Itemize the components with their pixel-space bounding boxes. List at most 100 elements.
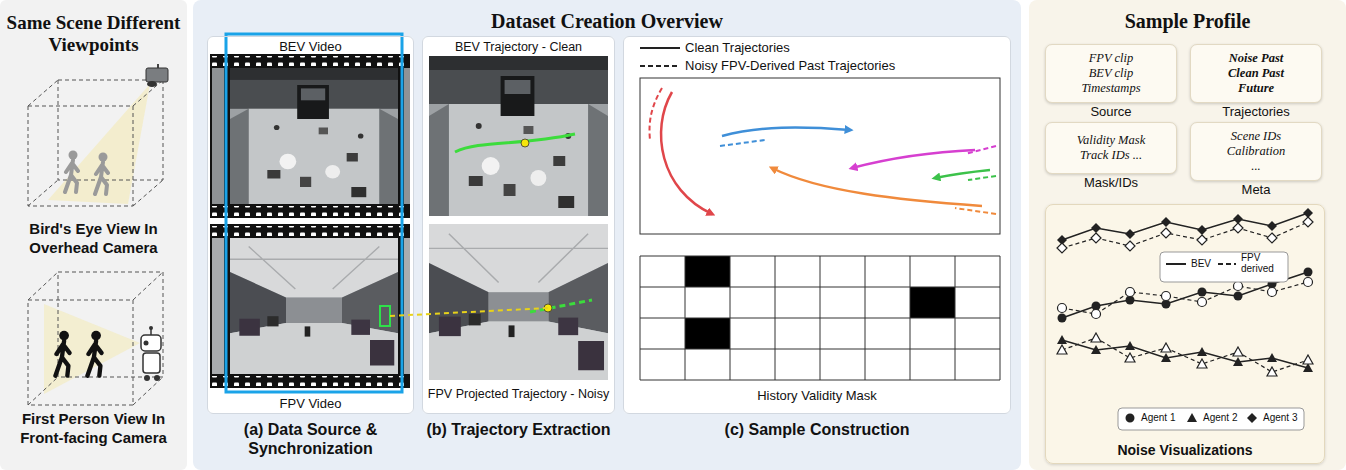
step-caption: (c) Sample Construction — [624, 420, 1010, 439]
overhead-camera-scene — [147, 81, 157, 87]
video-label: BEV Video — [208, 39, 413, 55]
trajectory-images — [530, 300, 592, 312]
film-strips — [210, 54, 410, 218]
step-caption: (b) Trajectory Extraction — [408, 420, 629, 439]
noise-plot — [1062, 213, 1308, 240]
legend-sample — [640, 42, 680, 54]
profile-box: Validity Mask Track IDs ...Mask/IDs — [1045, 122, 1177, 174]
film-strips — [230, 68, 398, 204]
robot-camera-scene — [141, 335, 161, 351]
field-group-label: Meta — [1191, 182, 1321, 198]
legend-text: BEV — [1191, 258, 1211, 270]
legend-line — [640, 65, 680, 67]
field-group-label: Trajectories — [1191, 104, 1321, 120]
robot-camera-scene — [58, 272, 163, 377]
panel-grounds — [422, 36, 615, 414]
robot-camera-scene — [144, 375, 150, 381]
noise-plot — [1062, 213, 1308, 430]
noise-panel: Noise Visualizations — [1045, 204, 1325, 464]
trajectory-images — [455, 134, 575, 152]
overhead-camera-scene — [95, 153, 108, 195]
overhead-camera-scene — [28, 64, 168, 206]
image-label: BEV Trajectory - Clean — [423, 40, 614, 55]
legend-text: Agent 1 — [1141, 412, 1175, 424]
trajectory-images — [521, 139, 529, 147]
validity-mask-grid — [910, 287, 955, 318]
trajectory-plot — [640, 78, 1000, 234]
panel-caption: Noise Visualizations — [1046, 442, 1324, 459]
field-list: Validity Mask Track IDs ... — [1074, 130, 1148, 166]
trajectory-images — [429, 56, 608, 216]
trajectory-plot — [852, 150, 975, 168]
noise-plot — [1062, 340, 1308, 368]
legend-item: Agent 1 — [1124, 412, 1175, 424]
overhead-camera-scene — [65, 151, 78, 193]
film-strips — [210, 34, 410, 392]
film-strips — [404, 238, 410, 374]
robot-camera-scene — [28, 272, 163, 405]
trajectory-frame: BEV Trajectory - CleanFPV Projected Traj… — [422, 36, 615, 414]
panel-title: Sample Profile — [1029, 9, 1346, 33]
panel-title: Same Scene Different Viewpoints — [4, 12, 183, 56]
trajectory-plot — [935, 170, 990, 178]
trajectory-plot — [955, 208, 996, 214]
legend-item: FPV derived — [1218, 253, 1279, 274]
legend-text: Agent 2 — [1203, 412, 1237, 424]
validity-mask-grid — [685, 256, 730, 287]
profile-box: FPV clip BEV clip TimestampsSource — [1045, 44, 1177, 103]
legend-marker — [1247, 413, 1257, 423]
film-strips — [210, 206, 410, 216]
overhead-camera-scene — [48, 84, 150, 204]
panel-grounds — [207, 36, 414, 414]
panel-grounds — [623, 36, 1011, 414]
robot-camera-scene — [28, 300, 133, 405]
legend-sample — [1218, 258, 1236, 270]
legend-item: Agent 3 — [1246, 412, 1297, 424]
film-strips — [210, 226, 410, 236]
video-label: FPV Video — [208, 396, 413, 412]
legend-text: Noisy FPV-Derived Past Trajectories — [685, 58, 895, 74]
robot-camera-scene — [55, 331, 69, 376]
mask-label: History Validity Mask — [624, 388, 1010, 404]
legend-marker — [1187, 413, 1197, 422]
robot-camera-scene — [28, 272, 163, 405]
robot-camera-scene — [144, 341, 149, 346]
film-strips — [230, 238, 398, 374]
field-list: FPV clip BEV clip Timestamps — [1078, 48, 1144, 99]
validity-mask-grid — [640, 256, 1000, 380]
trajectory-plot — [640, 78, 1000, 234]
legend-item: Agent 2 — [1186, 412, 1237, 424]
profile-panel: Sample ProfileFPV clip BEV clip Timestam… — [1029, 0, 1346, 470]
panel-grounds — [0, 0, 187, 470]
legend-sample — [1246, 412, 1258, 424]
noise-plot — [1118, 408, 1304, 430]
film-strips — [210, 376, 410, 386]
overhead-camera-scene — [28, 106, 133, 206]
legend-item: Noisy FPV-Derived Past Trajectories — [640, 58, 895, 74]
overhead-camera-scene — [28, 80, 163, 206]
trajectory-plot — [722, 128, 850, 136]
legend-sample — [1166, 258, 1186, 270]
legend-sample — [1124, 412, 1136, 424]
profile-box: Noise Past Clean Past FutureTrajectories — [1190, 44, 1322, 103]
validity-mask-grid — [640, 256, 1000, 380]
legend-marker — [1126, 413, 1135, 422]
trajectory-plot — [968, 176, 996, 180]
view-caption: First Person View In Front-facing Camera — [4, 410, 183, 448]
noise-plot — [1062, 282, 1308, 314]
film-strips — [404, 68, 410, 204]
view-caption: Bird's Eye View In Overhead Camera — [4, 220, 183, 258]
robot-camera-scene — [87, 331, 101, 376]
image-label: FPV Projected Trajectory - Noisy — [423, 387, 614, 402]
step-caption: (a) Data Source & Synchronization — [196, 420, 425, 458]
panel-grounds — [1029, 0, 1346, 470]
panel-title: Dataset Creation Overview — [193, 9, 1021, 33]
legend-sample — [1186, 412, 1198, 424]
noise-plot — [1062, 222, 1308, 248]
film-strips — [210, 56, 410, 66]
legend-line — [1218, 263, 1236, 265]
film-strips — [212, 68, 224, 204]
overview-panel: Dataset Creation OverviewBEV VideoFPV Vi… — [193, 0, 1021, 470]
